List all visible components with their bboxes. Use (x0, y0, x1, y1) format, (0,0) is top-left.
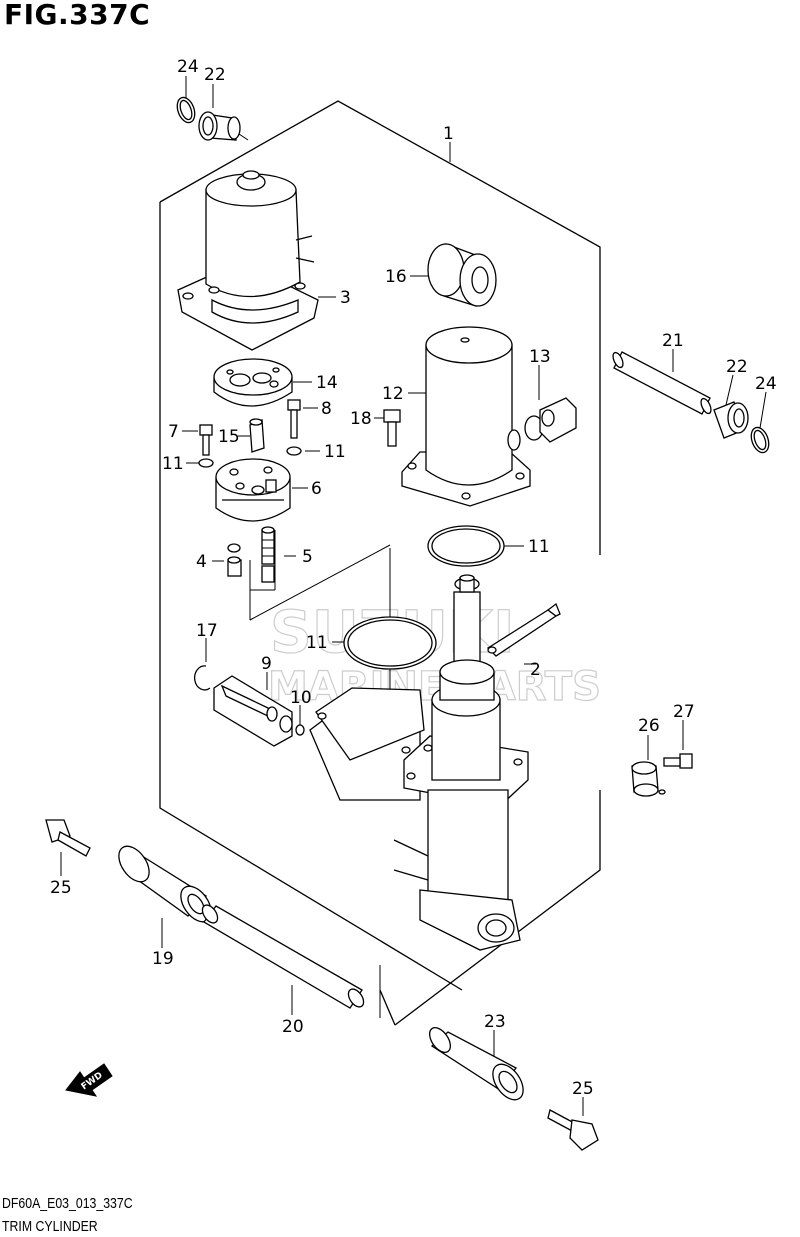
o-ring-11-left (198, 458, 214, 468)
callout-19: 19 (152, 949, 174, 969)
reservoir-12 (401, 326, 531, 507)
bolt-7 (199, 424, 213, 456)
callout-11-left: 11 (162, 454, 184, 474)
cylinder-body (309, 659, 529, 951)
valve-block-9 (213, 675, 293, 747)
callout-10: 10 (290, 688, 312, 708)
pump-plate-14 (213, 358, 293, 407)
callout-17: 17 (196, 621, 218, 641)
bolt-25-right (547, 1109, 599, 1151)
figure-title: FIG.337C (4, 0, 151, 31)
callout-1: 1 (443, 124, 454, 144)
callout-11-large: 11 (528, 537, 550, 557)
callout-23: 23 (484, 1012, 506, 1032)
callout-18: 18 (350, 409, 372, 429)
o-ring-11-middle (343, 616, 437, 670)
callout-15: 15 (218, 427, 240, 447)
bushing-22-top (198, 111, 241, 141)
valve-4 (227, 543, 242, 577)
callout-13: 13 (529, 347, 551, 367)
callout-9: 9 (261, 654, 272, 674)
callout-7: 7 (168, 422, 179, 442)
bushing-26 (631, 761, 666, 797)
pin-20 (201, 904, 365, 1009)
callout-4: 4 (196, 552, 207, 572)
pump-6 (215, 458, 291, 522)
callout-11-middle: 11 (306, 633, 328, 653)
clip-2 (486, 602, 561, 657)
callout-2: 2 (530, 660, 541, 680)
callout-8: 8 (321, 399, 332, 419)
snap-ring-17 (193, 665, 211, 691)
o-ring-11-right (286, 446, 302, 456)
callout-26: 26 (638, 716, 660, 736)
o-ring-11-large (427, 525, 505, 567)
valve-15 (249, 418, 265, 453)
callout-11-right: 11 (324, 442, 346, 462)
callout-20: 20 (282, 1017, 304, 1037)
callout-16: 16 (385, 267, 407, 287)
trim-motor-3 (177, 170, 319, 351)
figure-code: DF60A_E03_013_337C (2, 1195, 133, 1212)
bushing-23 (428, 1026, 524, 1101)
callout-25-left: 25 (50, 878, 72, 898)
callout-24-top: 24 (177, 57, 199, 77)
o-ring-10 (295, 724, 305, 736)
callout-27: 27 (673, 702, 695, 722)
pin-21 (612, 351, 712, 415)
snap-ring-24-top (176, 96, 196, 124)
piston-rod (453, 574, 481, 663)
figure-name: TRIM CYLINDER (2, 1218, 98, 1235)
callout-14: 14 (316, 373, 338, 393)
bushing-16 (427, 243, 497, 307)
callout-24-right: 24 (755, 374, 777, 394)
plug-13 (524, 397, 577, 443)
bolt-25-left (45, 819, 91, 857)
callout-22-top: 22 (204, 65, 226, 85)
callout-5: 5 (302, 547, 313, 567)
bushing-19 (118, 845, 212, 923)
callout-21: 21 (662, 331, 684, 351)
bolt-8 (287, 399, 301, 439)
bolt-18 (383, 409, 401, 447)
callout-12: 12 (382, 384, 404, 404)
callout-numbers: 1 2 3 4 5 6 7 8 9 10 11 11 11 11 12 13 1… (50, 57, 777, 1099)
valve-5 (261, 526, 275, 583)
fwd-arrow-icon: FWD (65, 1063, 113, 1097)
callout-6: 6 (311, 479, 322, 499)
bolt-27 (663, 753, 693, 769)
assembly-boundary (159, 100, 601, 1026)
callout-22-right: 22 (726, 357, 748, 377)
snap-ring-24-right (750, 426, 770, 454)
leader-lines (60, 76, 767, 1116)
callout-25-right: 25 (572, 1079, 594, 1099)
bushing-22-right (713, 401, 749, 439)
callout-3: 3 (340, 288, 351, 308)
